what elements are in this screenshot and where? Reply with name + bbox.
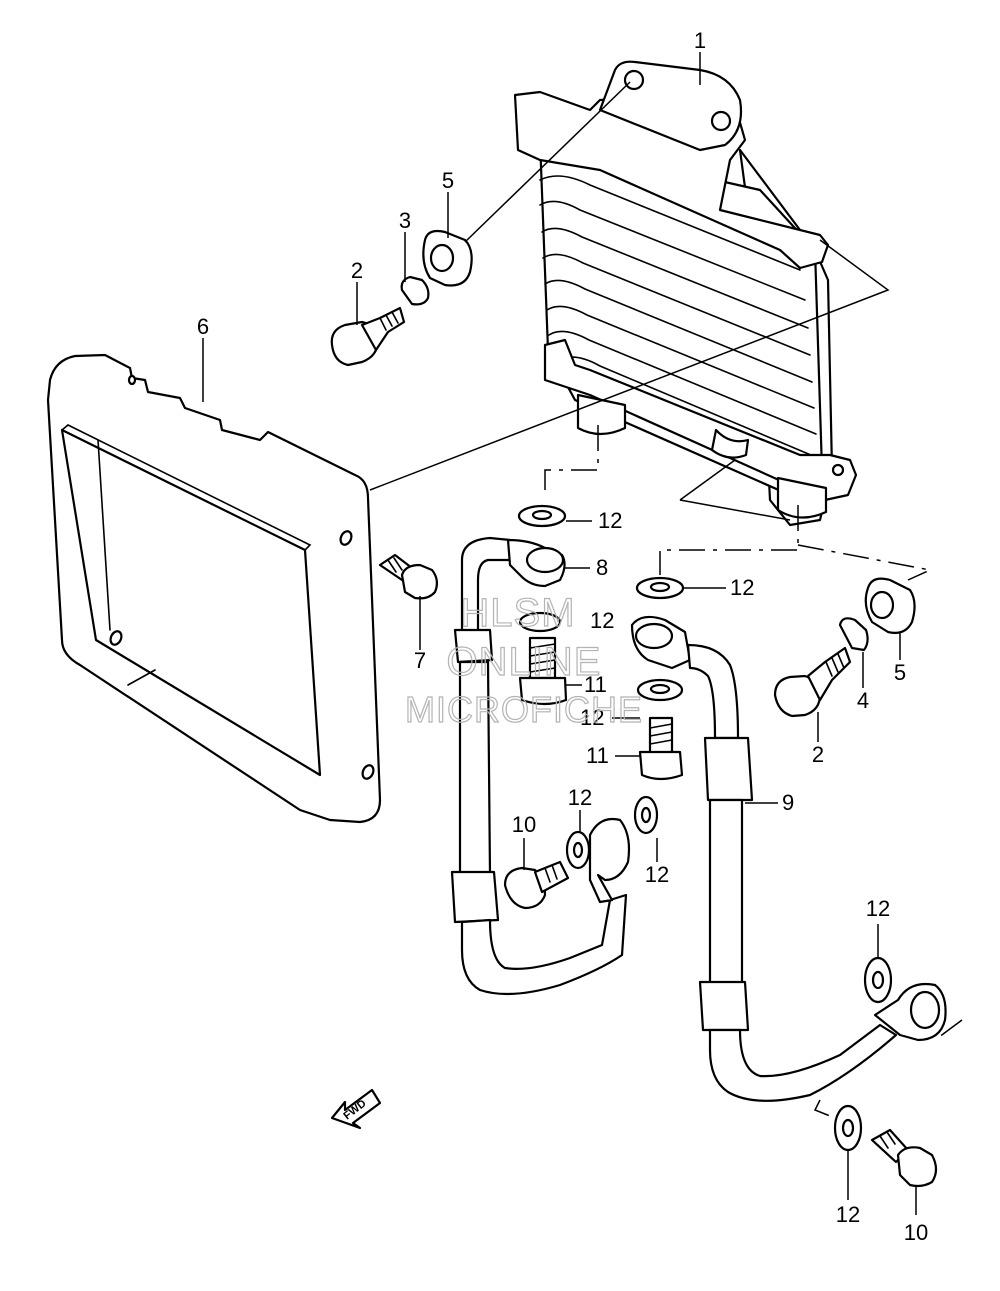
- collar-right: [838, 617, 869, 652]
- collar-upper: [400, 275, 430, 306]
- oil-hose-left: [450, 536, 631, 996]
- oil-hose-right: [630, 615, 947, 1102]
- alignment-line-top: [464, 81, 631, 243]
- callout-8: 8: [596, 555, 608, 580]
- bolt-upper: [330, 306, 406, 367]
- callout-7: 7: [414, 648, 426, 673]
- union-bolt-upper: [518, 636, 568, 706]
- callout-9: 9: [782, 790, 794, 815]
- callout-2-upper: 2: [351, 258, 363, 283]
- alignment-line-cooler: [369, 239, 890, 521]
- cushion-right: [864, 577, 916, 634]
- cushion-upper: [422, 229, 473, 287]
- callout-2-right: 2: [812, 742, 824, 767]
- alignment-line-left: [544, 425, 599, 498]
- washer-lower-right: [863, 956, 893, 1004]
- callout-12-a: 12: [598, 508, 622, 533]
- washer-mid-left: [518, 611, 562, 633]
- callout-4: 4: [857, 688, 869, 713]
- callout-12-b: 12: [730, 575, 754, 600]
- callout-5-right: 5: [894, 660, 906, 685]
- callout-6: 6: [197, 314, 209, 339]
- oil-cooler-cover: [46, 353, 382, 824]
- callout-3: 3: [399, 208, 411, 233]
- washer-hose-right: [633, 795, 659, 835]
- oil-cooler: [513, 60, 858, 527]
- callout-12-g: 12: [866, 896, 890, 921]
- callout-10-bottom: 10: [904, 1220, 928, 1245]
- washer-bottom: [833, 1104, 863, 1152]
- alignment-line-far-right: [797, 544, 933, 581]
- callout-12-h: 12: [836, 1202, 860, 1227]
- watermark-line-1: HLSM: [460, 591, 575, 635]
- callout-12-f: 12: [645, 862, 669, 887]
- washer-hose-left: [565, 830, 591, 870]
- union-bolt-lower: [638, 716, 684, 781]
- callout-11-b: 11: [586, 743, 609, 768]
- washer-mid-right: [636, 678, 684, 702]
- washer-upper-right: [635, 576, 685, 600]
- alignment-line-right: [659, 505, 799, 575]
- callout-11-a: 11: [584, 672, 607, 697]
- union-bolt-hose-left: [503, 860, 570, 910]
- callout-12-e: 12: [568, 785, 592, 810]
- frame-bolt: [378, 553, 439, 600]
- callout-12-c: 12: [590, 608, 614, 633]
- callout-10-left: 10: [512, 812, 536, 837]
- watermark-line-3: MICROFICHE: [405, 689, 643, 730]
- union-bolt-bottom: [870, 1128, 938, 1188]
- washer-upper-left: [517, 504, 567, 528]
- callout-1: 1: [694, 28, 706, 53]
- forward-arrow-icon: FWD: [330, 1088, 382, 1130]
- bolt-right: [773, 646, 852, 718]
- callout-5-upper: 5: [442, 168, 454, 193]
- alignment-line-hose-right: [813, 1019, 963, 1119]
- watermark: HLSM ONLINE MICROFICHE: [404, 590, 643, 730]
- watermark-line-2: ONLINE: [447, 640, 602, 684]
- callout-12-d: 12: [580, 705, 604, 730]
